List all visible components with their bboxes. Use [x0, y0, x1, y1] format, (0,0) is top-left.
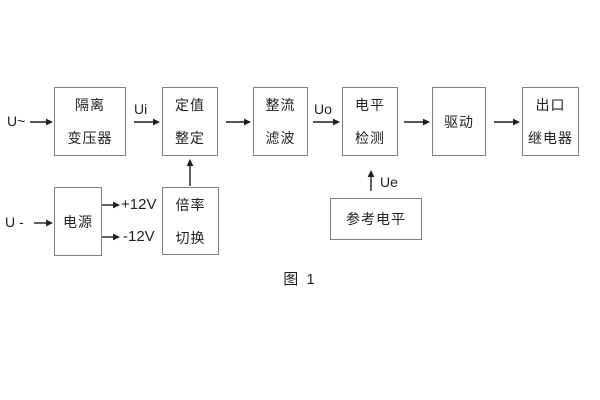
block-isolation-transformer: 隔离 变压器	[54, 87, 126, 156]
label-ue: Ue	[380, 174, 398, 190]
block-label: 倍率	[175, 196, 206, 213]
block-output-relay: 出口 继电器	[522, 87, 579, 156]
block-label: 切换	[175, 229, 206, 246]
arrow-transformer-to-setting	[134, 118, 160, 126]
block-label: 检测	[355, 130, 385, 146]
arrow-ratio-to-setting	[186, 159, 194, 186]
arrow-level-to-drive	[404, 118, 430, 126]
block-power-supply: 电源	[54, 187, 102, 256]
block-label: 整流	[265, 97, 296, 113]
block-label: 驱动	[444, 113, 474, 130]
block-label: 隔离	[75, 97, 105, 113]
block-level-detection: 电平 检测	[342, 87, 398, 156]
block-label: 滤波	[265, 130, 296, 146]
label-uo: Uo	[314, 101, 332, 117]
label-ui: Ui	[134, 101, 148, 117]
block-ratio-switching: 倍率 切换	[162, 187, 219, 255]
arrow-reference-to-level	[367, 170, 375, 191]
label-dc-input: U -	[5, 214, 24, 230]
arrow-setting-to-rectifier	[226, 118, 251, 126]
block-rectifier-filter: 整流 滤波	[253, 87, 308, 156]
block-label: 继电器	[528, 130, 573, 146]
block-reference-level: 参考电平	[330, 198, 422, 240]
block-label: 电平	[355, 97, 385, 113]
arrow-power-minus12v	[102, 233, 120, 241]
block-label: 整定	[175, 130, 205, 146]
arrow-ac-input	[30, 118, 53, 126]
block-label: 变压器	[67, 130, 113, 146]
block-label: 定值	[175, 97, 205, 113]
block-label: 出口	[535, 97, 566, 113]
figure-caption: 图 1	[283, 271, 317, 288]
arrow-drive-to-relay	[494, 118, 520, 126]
arrow-rectifier-to-level	[313, 118, 340, 126]
block-drive: 驱动	[432, 87, 486, 156]
label-ac-input: U~	[7, 113, 26, 129]
block-label: 电源	[63, 213, 93, 230]
label-plus-12v: +12V	[121, 196, 157, 213]
label-minus-12v: -12V	[123, 228, 155, 245]
block-label: 参考电平	[346, 211, 406, 227]
arrow-power-plus12v	[102, 201, 120, 209]
arrow-dc-input	[34, 219, 53, 227]
block-setting-adjustment: 定值 整定	[162, 87, 218, 156]
